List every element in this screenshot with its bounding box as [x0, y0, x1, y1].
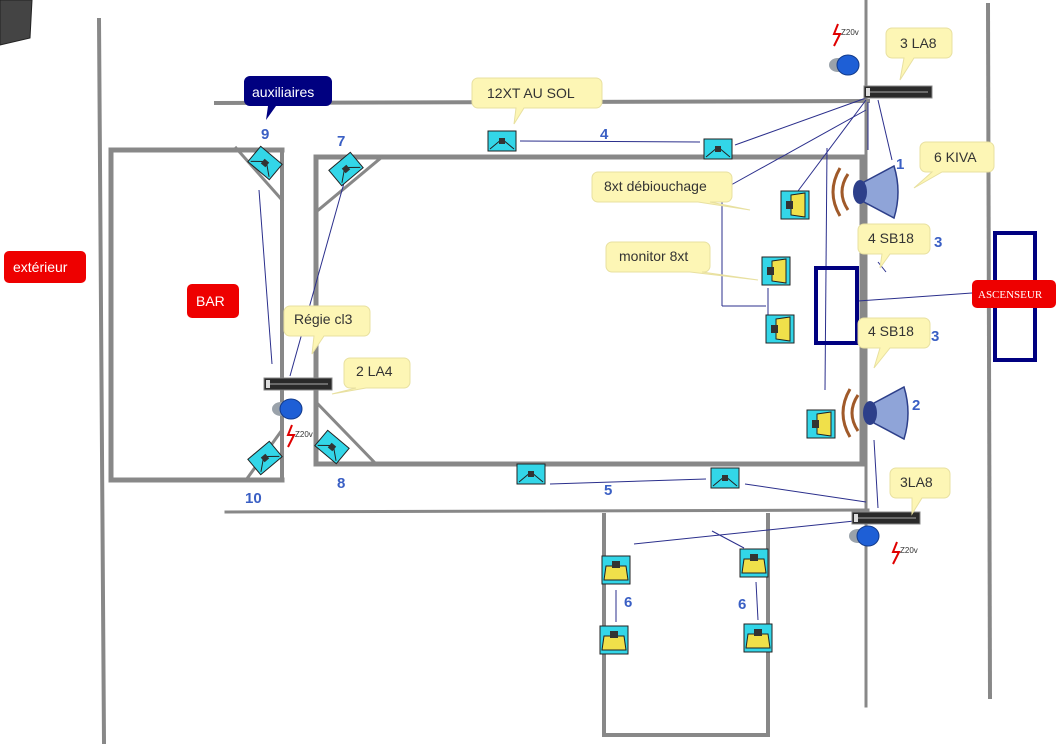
- callout-3la8-bottom-text: 3LA8: [900, 474, 933, 490]
- speaker-6-right-top[interactable]: [739, 548, 769, 578]
- cable-4: [519, 140, 701, 143]
- lightning-top-icon: [832, 23, 842, 47]
- bar-outline: [108, 147, 285, 483]
- label-ascenseur: ASCENSEUR: [972, 280, 1056, 308]
- speaker-monitor-b[interactable]: [765, 314, 795, 344]
- label-ascenseur-text: ASCENSEUR: [978, 289, 1043, 301]
- callout-2la4: 2 LA4: [331, 357, 411, 395]
- cables: [258, 97, 973, 622]
- cable-sb18-b: [877, 261, 887, 273]
- number-2: 2: [912, 397, 920, 414]
- callout-sb18-a-text: 4 SB18: [868, 230, 914, 246]
- callout-kiva: 6 KIVA: [913, 141, 995, 189]
- callout-3la8-bottom: 3LA8: [889, 467, 951, 516]
- cable-top-amp-deb: [794, 99, 867, 196]
- wall-left-vertical: [96, 17, 107, 745]
- number-10: 10: [245, 490, 262, 507]
- number-9: 9: [261, 126, 269, 143]
- number-3-a: 3: [934, 234, 942, 251]
- cable-elevator: [857, 292, 973, 302]
- number-3-b: 3: [931, 328, 939, 345]
- label-bar: BAR: [187, 284, 239, 318]
- callout-sb18-b: 4 SB18: [857, 317, 931, 369]
- callout-12xt: 12XT AU SOL: [471, 77, 603, 125]
- label-auxiliaires: auxiliaires: [244, 76, 332, 120]
- speaker-5-left[interactable]: [516, 463, 546, 485]
- label-bar-text: BAR: [196, 293, 225, 309]
- callout-monitor: monitor 8xt: [605, 241, 759, 281]
- lightning-bottom-icon: [891, 541, 901, 565]
- cable-deb-h: [721, 109, 867, 191]
- speaker-5-right[interactable]: [710, 467, 740, 489]
- speaker-8xt-debouchage[interactable]: [780, 190, 810, 220]
- wedge-left-bottom-b: [313, 399, 379, 467]
- power-plug-bottom-icon: [848, 525, 880, 547]
- label-auxiliaires-text: auxiliaires: [252, 84, 314, 100]
- speaker-6-left-bottom[interactable]: [599, 625, 629, 655]
- number-7: 7: [337, 133, 345, 150]
- number-5: 5: [604, 482, 612, 499]
- cable-6: [633, 519, 865, 545]
- label-exterieur: extérieur: [4, 251, 86, 283]
- callout-sb18-a: 4 SB18: [857, 223, 931, 269]
- label-exterieur-text: extérieur: [13, 259, 68, 275]
- callout-3la8-top-text: 3 LA8: [900, 35, 937, 51]
- callout-regie: Régie cl3: [283, 305, 371, 355]
- speaker-6-right-bottom[interactable]: [743, 623, 773, 653]
- cable-bottom-amp-kiva: [873, 439, 879, 509]
- power-label-left: Z20v: [295, 430, 313, 439]
- speaker-monitor-a[interactable]: [761, 256, 791, 286]
- dance-floor-outline: [313, 154, 865, 467]
- callout-debouchage: 8xt débiouchage: [591, 171, 751, 211]
- callout-2la4-text: 2 LA4: [356, 363, 393, 379]
- power-label-bottom: Z20v: [900, 546, 918, 555]
- wall-right-outer: [985, 2, 993, 700]
- speaker-sb18-lower[interactable]: [806, 409, 836, 439]
- kiva-horn-bottom-icon[interactable]: [841, 385, 910, 441]
- callout-12xt-text: 12XT AU SOL: [487, 85, 575, 101]
- number-1: 1: [896, 156, 904, 173]
- cable-top-amp-kiva: [877, 99, 893, 161]
- power-plug-top-icon: [828, 54, 860, 76]
- sb18-block[interactable]: [814, 266, 859, 345]
- cable-7: [289, 182, 345, 377]
- wedge-left-top-b: [313, 154, 385, 215]
- callout-3la8-top: 3 LA8: [885, 27, 953, 81]
- number-6-b: 6: [738, 596, 746, 613]
- cable-9: [258, 189, 273, 365]
- cable-bottom-amp-5: [744, 483, 867, 503]
- amp-3la8-top[interactable]: [863, 85, 933, 99]
- cable-6-right-v: [755, 581, 759, 621]
- speaker-12xt-left[interactable]: [487, 130, 517, 152]
- speaker-6-left-top[interactable]: [601, 555, 631, 585]
- cable-5: [549, 478, 707, 485]
- wall-bottom-horizontal: [224, 508, 870, 514]
- number-6-a: 6: [624, 594, 632, 611]
- callout-kiva-text: 6 KIVA: [934, 149, 977, 165]
- top-left-corner-object: [0, 0, 33, 46]
- speaker-12xt-right[interactable]: [703, 138, 733, 160]
- power-label-top: Z20v: [841, 28, 859, 37]
- walls: [0, 0, 993, 745]
- number-8: 8: [337, 475, 345, 492]
- callout-debouchage-text: 8xt débiouchage: [604, 178, 707, 194]
- callout-monitor-text: monitor 8xt: [619, 248, 688, 264]
- cable-top-amp-4: [734, 97, 867, 146]
- power-plug-left-icon: [271, 398, 303, 420]
- callout-regie-text: Régie cl3: [294, 311, 353, 327]
- amp-3la8-bottom[interactable]: [851, 511, 921, 525]
- lightning-left-icon: [286, 424, 296, 448]
- wedge-left-top-a: [233, 145, 285, 203]
- number-4: 4: [600, 126, 609, 143]
- speaker-8[interactable]: [314, 429, 350, 465]
- callout-sb18-b-text: 4 SB18: [868, 323, 914, 339]
- amp-2la4[interactable]: [263, 377, 333, 391]
- cable-6-branch: [711, 530, 745, 549]
